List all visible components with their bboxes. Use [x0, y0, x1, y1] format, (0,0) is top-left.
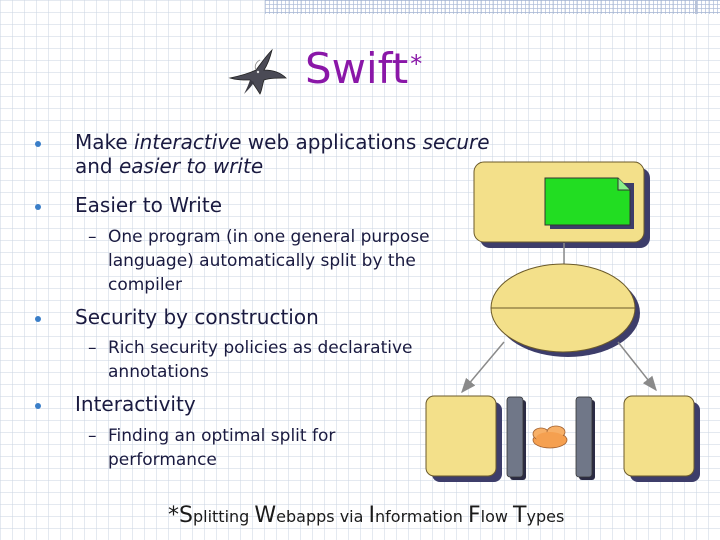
sub-bullet-dash: – [88, 338, 97, 358]
network-column-left [506, 396, 526, 480]
sub-bullet-line: annotations [108, 362, 209, 382]
bullet-dot [35, 141, 41, 147]
bullet-dot [35, 204, 41, 210]
bullet-text: Security by construction [75, 305, 319, 329]
arrow-to-left-box [461, 341, 505, 394]
sub-bullet-line: Rich security policies as declarative [108, 338, 413, 358]
bullet-line: Make interactive web applications secure [75, 130, 490, 154]
bullet-dot [35, 316, 41, 322]
footnote-text: ypes [526, 507, 565, 526]
client-box [425, 395, 502, 482]
footnote-text: ebapps via [276, 507, 369, 526]
bullet-text: Interactivity [75, 392, 196, 416]
footnote-text: low [480, 507, 514, 526]
bullet-text-segment: web applications [241, 130, 423, 154]
slide-title-text: Swift [305, 44, 409, 93]
sub-bullet-dash: – [88, 227, 97, 247]
acronym-footnote: *Splitting Webapps via Information Flow … [168, 503, 564, 528]
bullet-text-italic: secure [422, 130, 490, 154]
bullet-dot [35, 403, 41, 409]
footnote-letter: T [513, 503, 527, 528]
network-column-right [575, 396, 595, 480]
source-file-icon [544, 177, 634, 229]
corner-line-decoration [695, 0, 697, 14]
sub-bullet-line: compiler [108, 275, 182, 295]
compiler-split-ellipse [490, 263, 640, 357]
slide-title: Swift* [305, 48, 422, 90]
arrow-to-right-box [617, 341, 657, 392]
sub-bullet-dash: – [88, 426, 97, 446]
bullet-text-italic: interactive [134, 130, 242, 154]
network-cloud-icon [532, 425, 568, 449]
footnote-letter: F [467, 503, 481, 528]
bullet-text: Easier to Write [75, 193, 222, 217]
bullet-text-italic: easier to write [118, 154, 264, 178]
bullet-text-segment: Make [75, 130, 135, 154]
footnote-text: nformation [375, 507, 468, 526]
footnote-letter: *S [168, 503, 193, 528]
sub-bullet-line: One program (in one general purpose [108, 227, 430, 247]
footnote-text: plitting [192, 507, 255, 526]
title-asterisk: * [410, 50, 423, 78]
bullet-line: and easier to write [75, 154, 490, 178]
sub-bullet-line: language) automatically split by the [108, 251, 416, 271]
corner-grid-decoration [265, 0, 720, 14]
bullet-text-segment: and [75, 154, 119, 178]
sub-bullet-line: performance [108, 450, 217, 470]
server-box [623, 395, 700, 482]
swift-bird-icon [228, 48, 287, 95]
sub-bullet-line: Finding an optimal split for [108, 426, 336, 446]
footnote-letter: I [368, 503, 376, 528]
footnote-letter: W [254, 503, 277, 528]
